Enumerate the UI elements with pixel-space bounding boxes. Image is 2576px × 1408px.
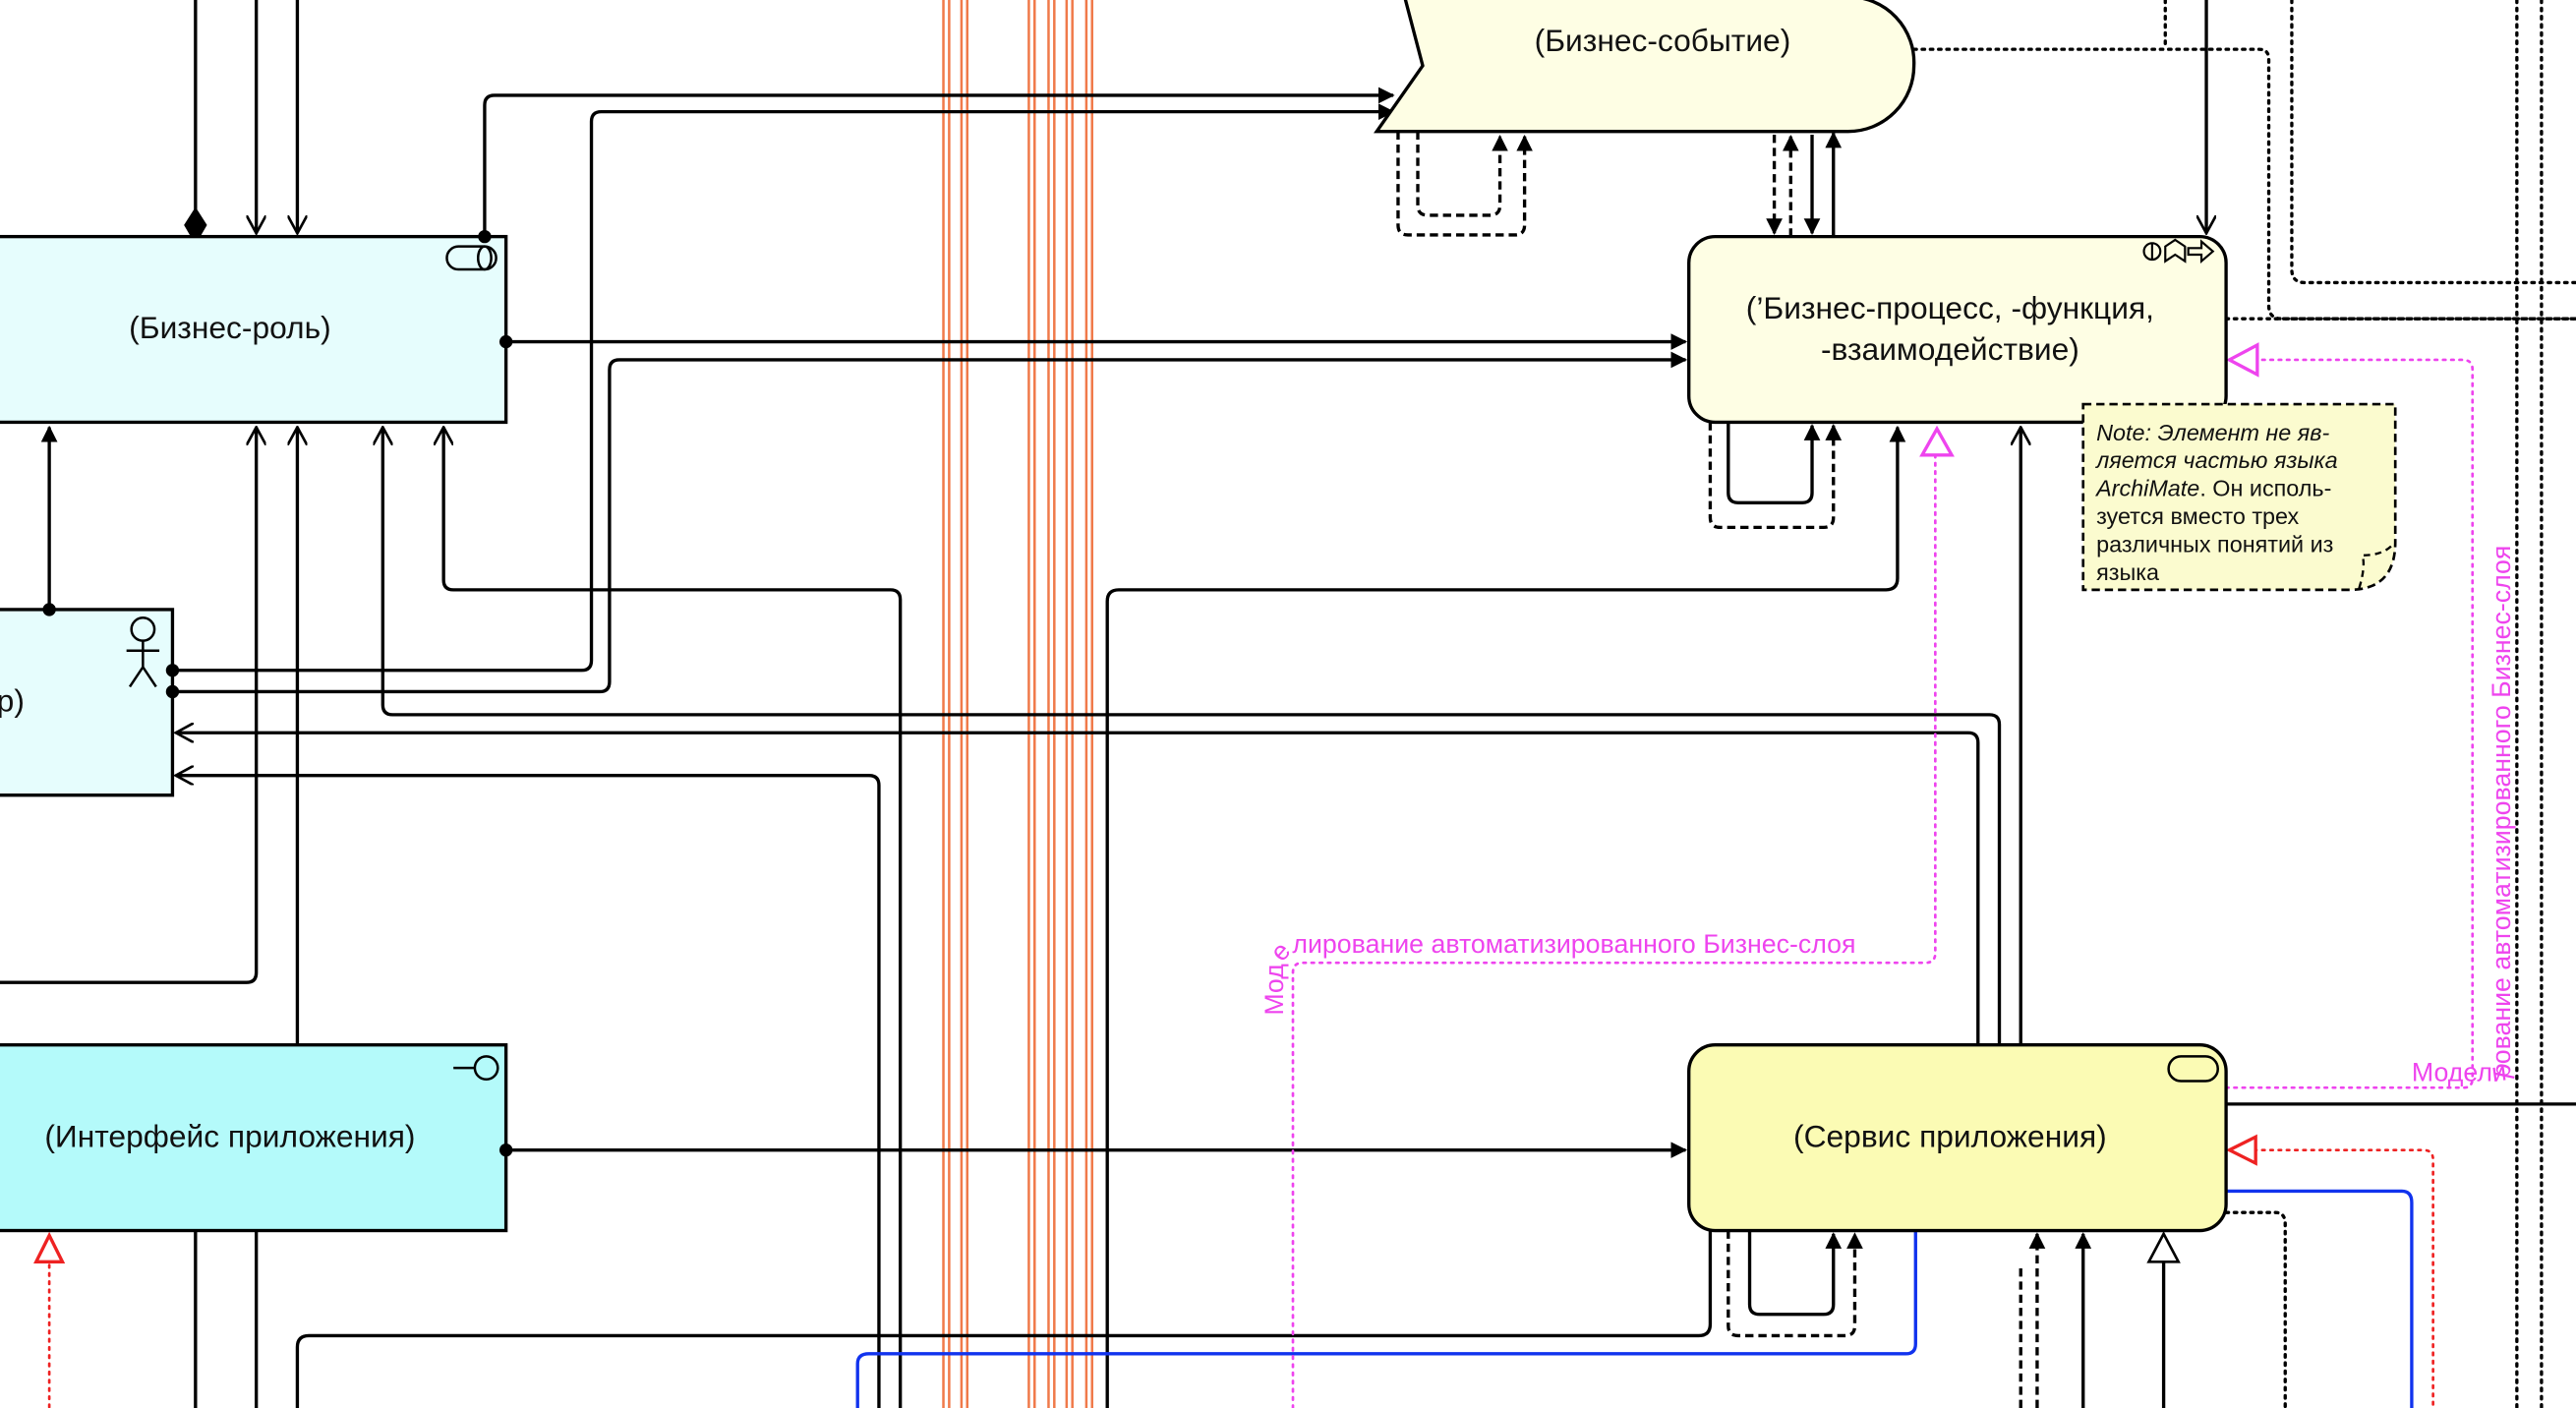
realization-label: Моделирование автоматизированного Бизнес… [1259,929,1855,1015]
business-actor-label: р) [0,683,25,719]
business-actor[interactable]: р) [0,608,175,797]
business-process-label-line1: (’Бизнес-процесс, -функция, [1746,290,2154,325]
process-function-interaction-icons [2142,238,2215,264]
application-service[interactable]: (Сервис приложения) [1687,1043,2228,1233]
realization-label: Моделирование автоматизированного Бизнес… [2412,546,2517,1088]
business-event-label: (Бизнес-событие) [1535,23,1791,58]
red-triangle-icon [33,1231,66,1263]
blue-connection[interactable] [2226,1189,2414,1408]
actor-stick-figure-icon [126,616,160,688]
role-cylinder-icon [445,245,498,271]
specialization-triangle-icon [2146,1231,2181,1263]
note-line: ляется частью языка [2094,447,2338,473]
application-interface[interactable]: (Интерфейс приложения) [0,1043,508,1233]
business-process-label-line2: -взаимодействие) [1821,331,2079,367]
note-line: языка [2096,559,2159,585]
pink-triangle-icon [1919,425,1955,457]
note-line: ArchiMate. Он исполь- [2094,476,2331,501]
business-role[interactable]: (Бизнес-роль) [0,234,508,425]
composition-diamond-icon [184,206,207,245]
pink-realization[interactable] [2224,358,2475,1089]
blue-connection[interactable] [855,1230,1917,1408]
red-triangle-icon [2225,1134,2257,1166]
business-process[interactable]: (’Бизнес-процесс, -функция, -взаимодейст… [1687,234,2228,425]
application-interface-label: (Интерфейс приложения) [44,1118,415,1153]
pink-realization[interactable] [1291,455,1937,1408]
note-line: Note: Элемент не яв- [2096,420,2329,445]
business-role-label: (Бизнес-роль) [129,310,331,345]
service-icon [2167,1055,2219,1083]
note-line: различных понятий из [2096,531,2333,557]
application-service-label: (Сервис приложения) [1793,1118,2107,1153]
interface-lollipop-icon [453,1055,499,1082]
red-realization[interactable] [2253,1148,2434,1408]
business-event[interactable]: (Бизнес-событие) [1374,0,1916,134]
note[interactable]: Note: Элемент не яв- ляется частью языка… [2081,402,2397,592]
orange-connections[interactable] [942,0,1093,1408]
note-line: зуется вместо трех [2096,503,2299,529]
pink-triangle-icon [2225,342,2259,378]
